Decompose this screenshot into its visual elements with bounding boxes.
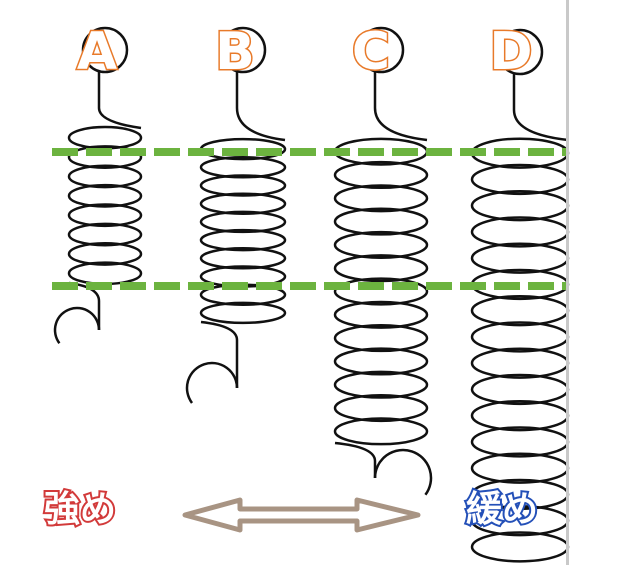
spring-coil: [67, 222, 143, 247]
spring-bottom-wire: [200, 320, 239, 388]
spring-coil: [199, 156, 287, 179]
spring-bottom-hook: [185, 361, 239, 404]
spring-top-wire: [97, 72, 142, 130]
spring-bottom-hook: [373, 448, 433, 496]
spring-coil: [333, 184, 429, 213]
spring-coil: [333, 254, 429, 283]
spring-coil: [333, 207, 429, 236]
spring-coil: [67, 242, 143, 266]
spring-top-wire: [512, 74, 569, 142]
spring-coil: [199, 174, 287, 197]
spring-coil: [199, 192, 287, 215]
spring-coil: [470, 373, 570, 406]
spring-coil: [333, 393, 429, 423]
spring-coil: [470, 294, 570, 327]
spring-bottom-hook: [53, 306, 101, 344]
spring-label-a: A: [75, 21, 118, 84]
right-edge-border: [566, 0, 569, 565]
spring-label-b: B: [214, 21, 257, 84]
strong-label: 強め: [42, 487, 118, 532]
spring-top-wire: [235, 72, 286, 142]
spring-coil: [199, 247, 287, 270]
spring-coil: [67, 145, 143, 169]
spring-coil: [67, 164, 143, 189]
spring-coil: [470, 321, 570, 353]
spring-coil: [470, 163, 570, 196]
spring-coil: [67, 203, 143, 228]
spring-coil: [470, 452, 570, 484]
spring-top-wire: [373, 72, 428, 142]
spring-coil: [333, 417, 429, 446]
spring-bottom-wire: [68, 281, 101, 330]
spring-top-ring: [496, 28, 544, 76]
spring-c: [333, 26, 433, 496]
spring-coil: [470, 347, 570, 379]
spring-coil: [333, 160, 429, 190]
spring-coil: [333, 370, 429, 399]
weak-label: 緩め: [464, 487, 540, 532]
spring-coil: [333, 347, 429, 376]
spring-top-ring: [219, 26, 267, 74]
spring-coil: [333, 300, 429, 329]
spring-label-d: D: [488, 21, 534, 84]
spring-coil: [199, 301, 287, 325]
spring-coil: [333, 230, 429, 259]
spring-bottom-wire: [334, 441, 377, 478]
spring-coil: [67, 183, 143, 208]
spring-top-ring: [357, 26, 405, 74]
spring-coil: [470, 426, 570, 458]
spring-coil: [199, 228, 287, 252]
double-arrow: [182, 497, 421, 533]
spring-coil: [199, 210, 287, 234]
spring-coil: [67, 261, 143, 286]
spring-b: [185, 26, 287, 404]
spring-coil: [470, 216, 570, 248]
spring-label-c: C: [350, 21, 391, 84]
spring-coil: [333, 277, 429, 306]
spring-coil: [470, 399, 570, 432]
spring-coil: [470, 189, 570, 222]
spring-coil: [470, 242, 570, 274]
spring-coil: [333, 324, 429, 353]
spring-coil: [67, 125, 143, 150]
spring-top-ring: [81, 26, 129, 74]
